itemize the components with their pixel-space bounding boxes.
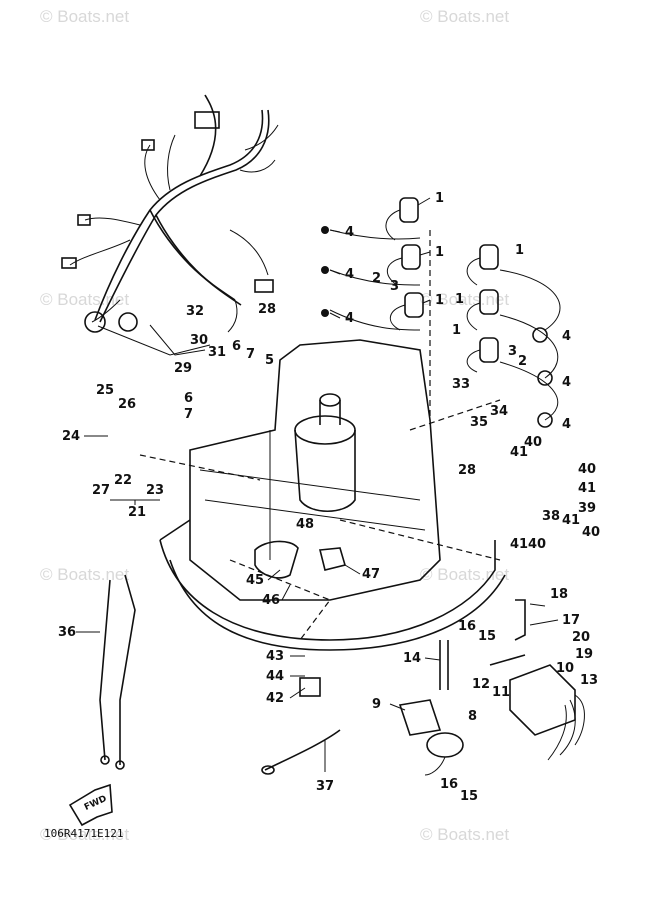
ignition-coils-drawing (321, 197, 561, 428)
watermark-low-right: © Boats.net (420, 565, 509, 584)
forward-direction-indicator: FWD (68, 783, 113, 827)
callout-15: 15 (478, 629, 496, 644)
callout-11: 11 (492, 685, 510, 700)
leader-lines (76, 197, 559, 772)
callout-39: 39 (578, 501, 596, 516)
callout-38: 38 (542, 509, 560, 524)
callout-37: 37 (316, 779, 334, 794)
callout-7: 7 (184, 407, 193, 422)
watermark-low-left: © Boats.net (40, 565, 129, 584)
callout-13: 13 (580, 673, 598, 688)
watermark-top-left: © Boats.net (40, 7, 129, 26)
callout-21: 21 (128, 505, 146, 520)
callout-7: 7 (246, 347, 255, 362)
callout-16: 16 (440, 777, 458, 792)
callout-43: 43 (266, 649, 284, 664)
callout-3: 3 (508, 344, 517, 359)
callout-10: 10 (556, 661, 574, 676)
fwd-label: FWD (83, 794, 109, 813)
callout-labels: 1 1 1 1 1 1 2 2 3 3 4 4 4 4 4 4 5 6 6 7 … (58, 191, 600, 804)
callout-14: 14 (403, 651, 421, 666)
callout-4: 4 (345, 267, 354, 282)
callout-28: 28 (458, 463, 476, 478)
callout-41: 41 (578, 481, 596, 496)
callout-47: 47 (362, 567, 380, 582)
callout-29: 29 (174, 361, 192, 376)
callout-4: 4 (345, 311, 354, 326)
callout-1: 1 (455, 292, 464, 307)
callout-4: 4 (562, 375, 571, 390)
callout-12: 12 (472, 677, 490, 692)
callout-46: 46 (262, 593, 280, 608)
callout-1: 1 (515, 243, 524, 258)
watermark-bottom-left: © Boats.net (40, 825, 129, 844)
callout-24: 24 (62, 429, 80, 444)
callout-34: 34 (490, 404, 508, 419)
callout-30: 30 (190, 333, 208, 348)
callout-26: 26 (118, 397, 136, 412)
callout-19: 19 (575, 647, 593, 662)
callout-31: 31 (208, 345, 226, 360)
callout-1: 1 (452, 323, 461, 338)
callout-28: 28 (258, 302, 276, 317)
engine-block-drawing (139, 230, 506, 651)
callout-8: 8 (468, 709, 477, 724)
callout-25: 25 (96, 383, 114, 398)
callout-4: 4 (562, 329, 571, 344)
callout-1: 1 (435, 245, 444, 260)
watermark-mid-left: © Boats.net (40, 290, 129, 309)
callout-1: 1 (435, 191, 444, 206)
callout-6: 6 (232, 339, 241, 354)
callout-4: 4 (562, 417, 571, 432)
callout-45: 45 (246, 573, 264, 588)
watermarks: © Boats.net © Boats.net © Boats.net © Bo… (40, 7, 509, 844)
callout-40: 40 (578, 462, 596, 477)
lower-components-drawing (99, 540, 585, 776)
callout-35: 35 (470, 415, 488, 430)
callout-2: 2 (518, 354, 527, 369)
callout-40: 40 (524, 435, 542, 450)
callout-9: 9 (372, 697, 381, 712)
callout-22: 22 (114, 473, 132, 488)
callout-41: 41 (510, 445, 528, 460)
watermark-top-right: © Boats.net (420, 7, 509, 26)
watermark-bottom-right: © Boats.net (420, 825, 509, 844)
callout-20: 20 (572, 630, 590, 645)
callout-17: 17 (562, 613, 580, 628)
callout-16: 16 (458, 619, 476, 634)
callout-2: 2 (372, 271, 381, 286)
callout-36: 36 (58, 625, 76, 640)
callout-6: 6 (184, 391, 193, 406)
callout-33: 33 (452, 377, 470, 392)
drawing-code: 106R4171E121 (44, 827, 123, 840)
callout-5: 5 (265, 353, 274, 368)
callout-40: 40 (528, 537, 546, 552)
callout-41: 41 (510, 537, 528, 552)
callout-3: 3 (390, 279, 399, 294)
callout-32: 32 (186, 304, 204, 319)
callout-27: 27 (92, 483, 110, 498)
wiring-harness-drawing (61, 94, 279, 356)
watermark-mid-right: © Boats.net (420, 290, 509, 309)
callout-48: 48 (296, 517, 314, 532)
callout-42: 42 (266, 691, 284, 706)
callout-1: 1 (435, 293, 444, 308)
callout-41: 41 (562, 513, 580, 528)
callout-23: 23 (146, 483, 164, 498)
callout-15: 15 (460, 789, 478, 804)
callout-18: 18 (550, 587, 568, 602)
callout-40: 40 (582, 525, 600, 540)
callout-4: 4 (345, 225, 354, 240)
callout-44: 44 (266, 669, 284, 684)
